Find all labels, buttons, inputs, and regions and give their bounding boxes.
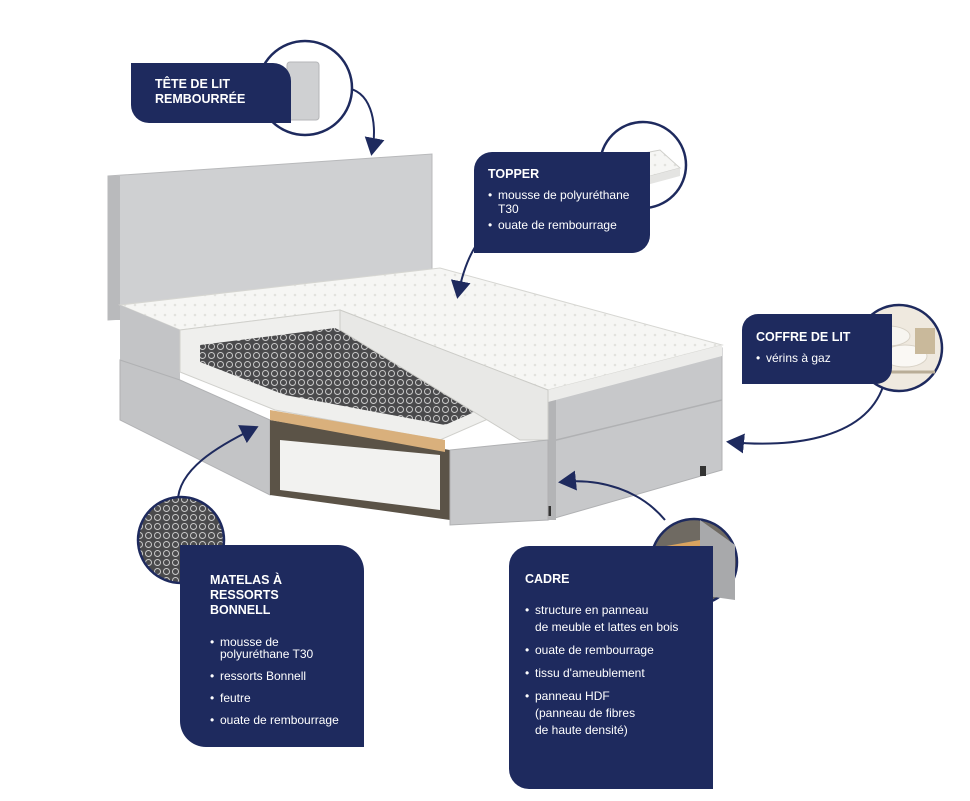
callout-frame-title: CADRE [525,572,570,586]
callout-mattress: MATELAS À RESSORTS BONNELL mousse de pol… [180,545,364,747]
callout-storage: COFFRE DE LIT vérins à gaz [742,314,892,384]
callout-mattress-title: MATELAS À RESSORTS BONNELL [210,573,282,617]
list-item: panneau HDF [525,689,713,703]
callout-headboard-title: TÊTE DE LIT REMBOURRÉE [155,77,246,106]
cutaway-section [179,309,549,526]
list-item: vérins à gaz [756,351,892,365]
list-item: tissu d'ameublement [525,666,713,680]
list-item: de haute densité) [535,723,628,737]
callout-storage-list: vérins à gaz [756,351,892,365]
callout-frame: CADRE structure en panneau de meuble et … [509,546,713,789]
list-item: mousse de polyuréthane T30 [210,636,335,660]
callout-mattress-list: mousse de polyuréthane T30 ressorts Bonn… [210,636,364,726]
callout-topper-title: TOPPER [488,167,540,181]
callout-frame-list: structure en panneau de meuble et lattes… [525,603,713,737]
list-item: ouate de rembourrage [210,714,364,726]
list-item: feutre [210,692,364,704]
list-item: (panneau de fibres [535,706,636,720]
list-item: de meuble et lattes en bois [535,620,679,634]
list-item: ouate de rembourrage [488,218,650,232]
list-item: ouate de rembourrage [525,643,713,657]
list-item: structure en panneau [525,603,713,617]
list-item: ressorts Bonnell [210,670,364,682]
callout-topper: TOPPER mousse de polyuréthane T30 ouate … [474,152,650,253]
callout-topper-list: mousse de polyuréthane T30 ouate de remb… [488,188,650,232]
list-item: mousse de polyuréthane T30 [488,188,650,216]
callout-storage-title: COFFRE DE LIT [756,330,851,344]
callout-headboard: TÊTE DE LIT REMBOURRÉE [131,63,291,123]
